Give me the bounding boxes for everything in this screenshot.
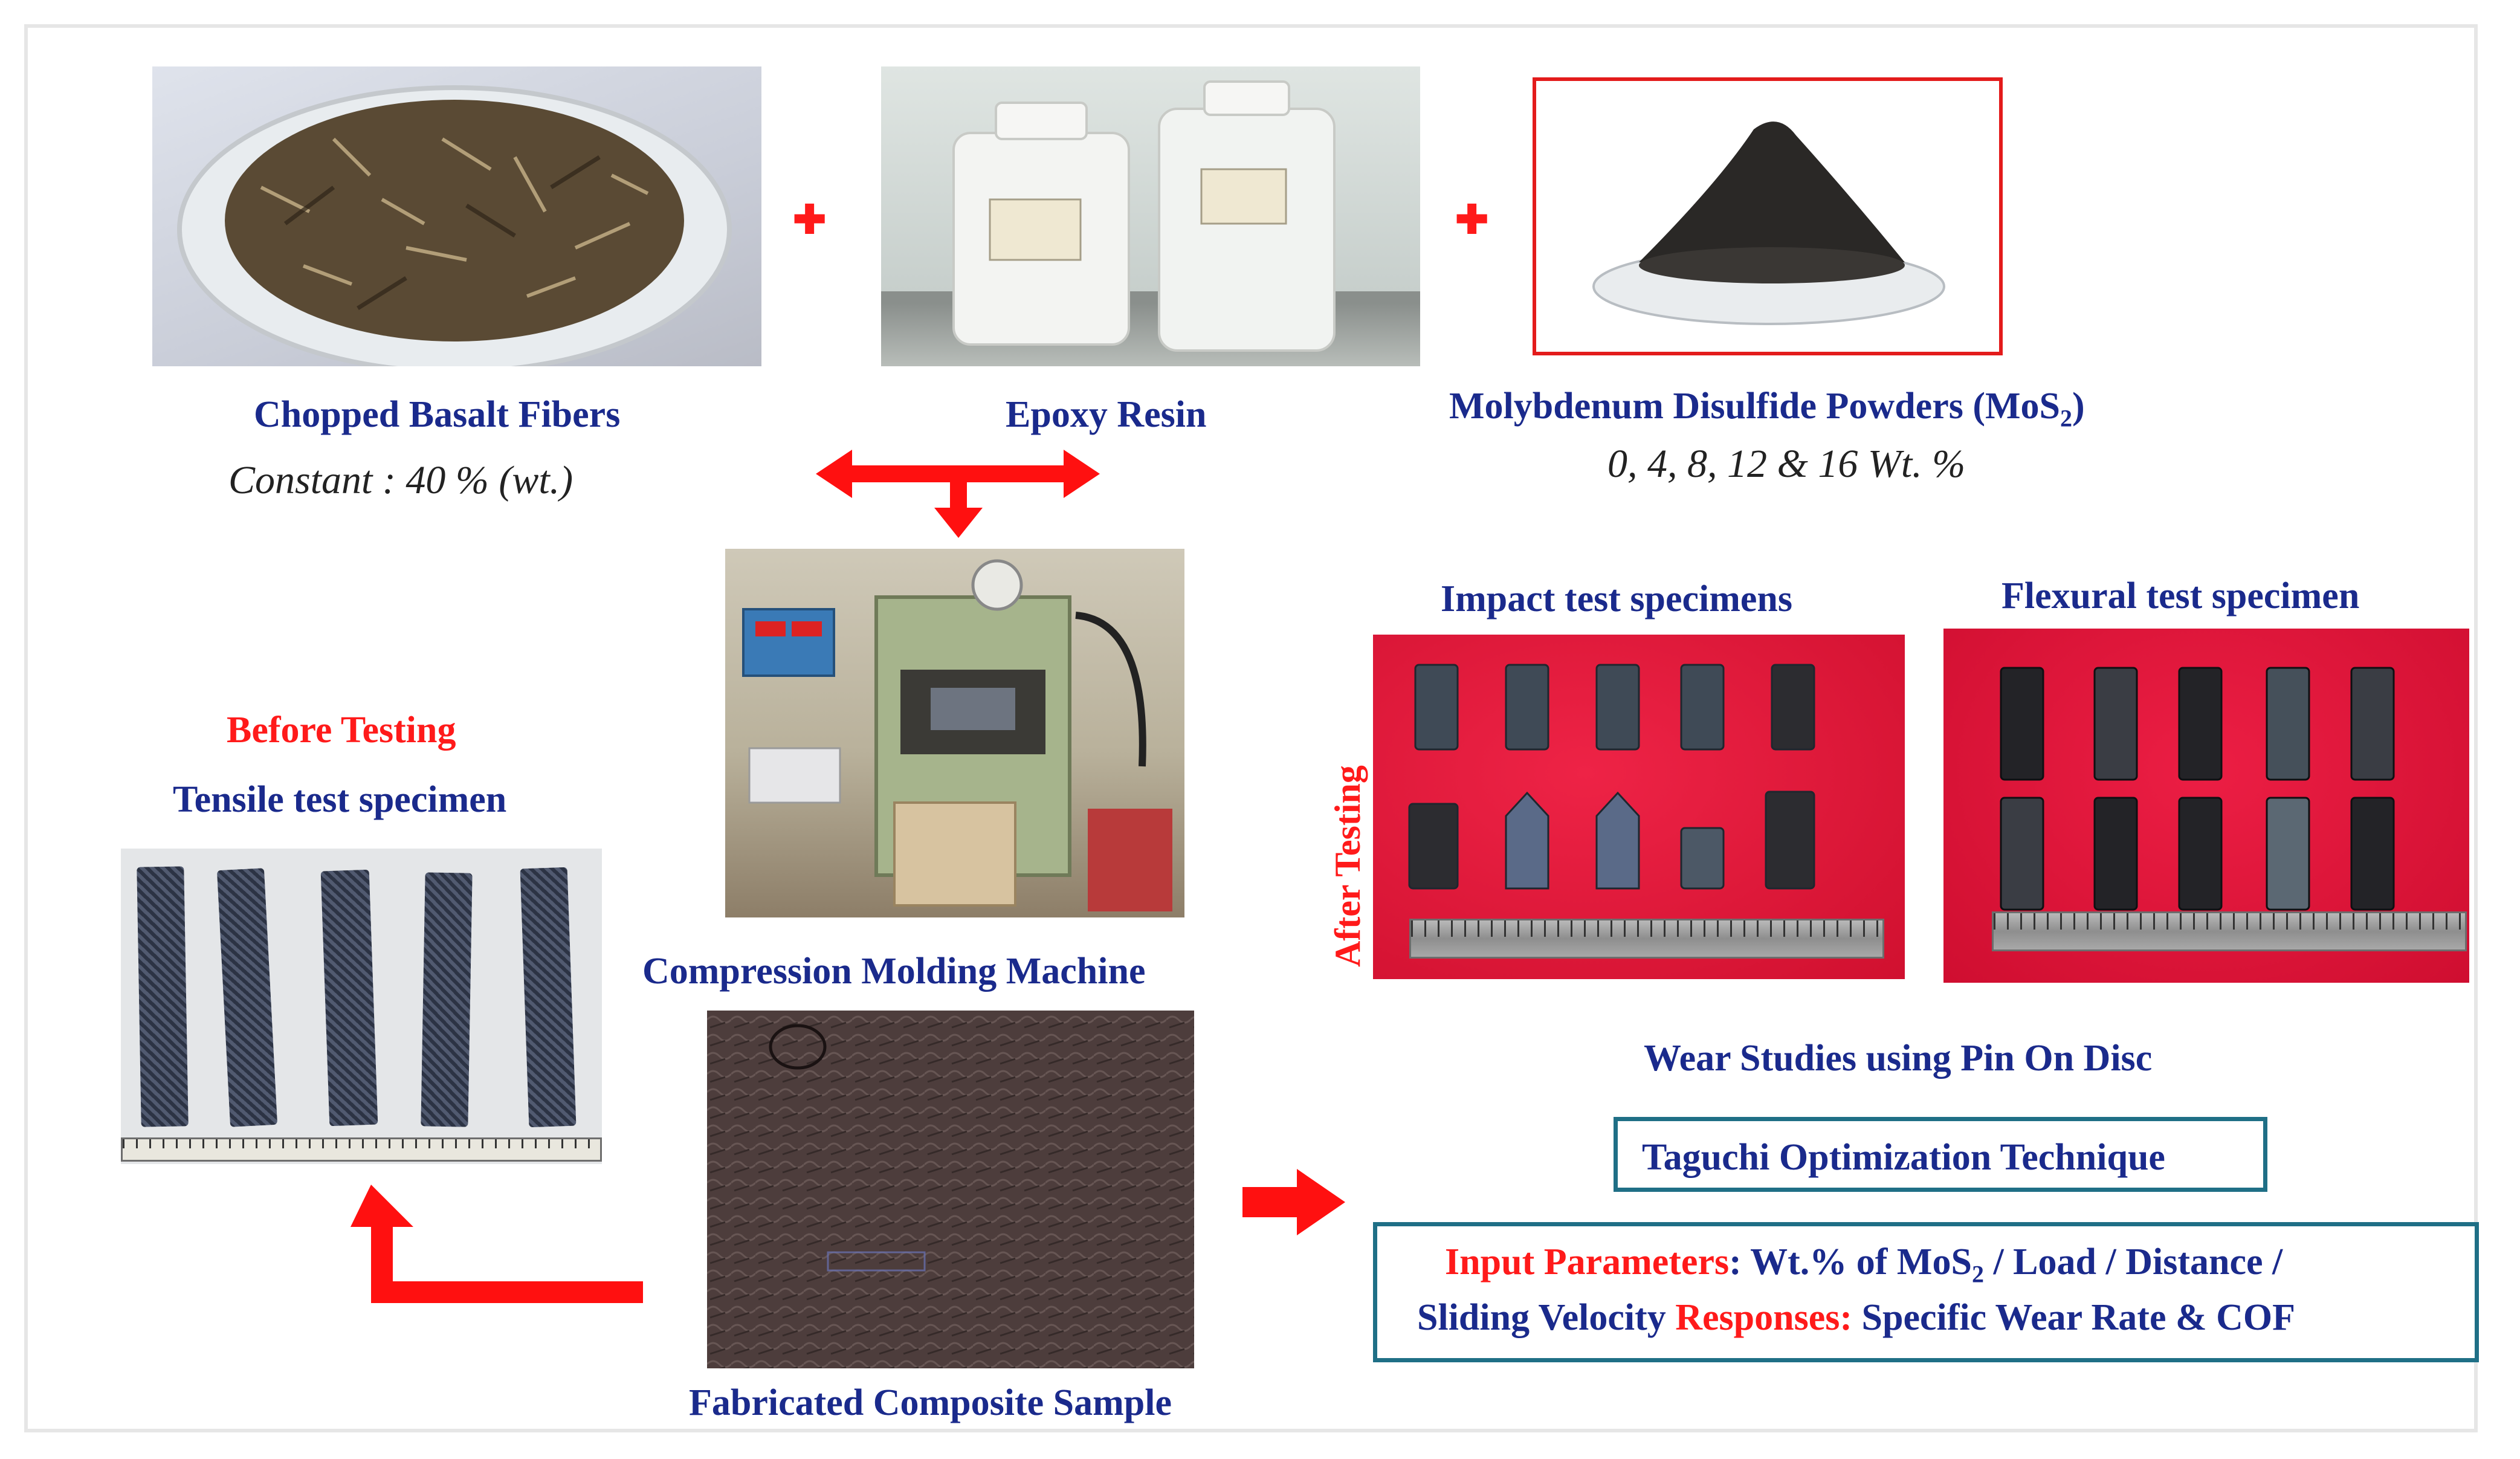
before-testing-label: Before Testing [227,710,456,751]
mos2-note: 0, 4, 8, 12 & 16 Wt. % [1607,442,1966,486]
responses-title: Responses: [1675,1297,1853,1338]
to-optimization-arrow [1242,1169,1345,1235]
impact-ruler [1409,919,1884,959]
fabricated-composite-sample-photo [707,1011,1194,1368]
impact-test-specimens-photo [1373,635,1905,979]
epoxy-resin-photo [881,66,1420,366]
tensile-specimen-2 [216,868,278,1127]
after-testing-label: After Testing [1328,765,1368,967]
plus-sign-1: ✚ [793,198,827,242]
basalt-fibers-title: Chopped Basalt Fibers [254,394,621,435]
tensile-specimen-1 [137,866,189,1127]
taguchi-technique-box: Taguchi Optimization Technique [1614,1117,2267,1192]
to-tensile-arrow [351,1185,643,1303]
fabricated-composite-sample-label: Fabricated Composite Sample [689,1382,1172,1423]
tensile-specimen-3 [320,869,378,1127]
tensile-ruler [121,1137,602,1162]
plus-sign-2: ✚ [1455,198,1489,242]
mos2-powder-photo [1533,77,2003,355]
wear-studies-label: Wear Studies using Pin On Disc [1644,1038,2153,1079]
basalt-fibers-note: Constant : 40 % (wt.) [228,458,573,502]
flexural-test-specimen-photo [1943,629,2469,983]
input-parameters-line: Input Parameters: Wt.% of MoS2 / Load / … [1445,1241,2283,1288]
taguchi-technique-label: Taguchi Optimization Technique [1642,1137,2165,1178]
figure-frame [24,24,2478,1432]
input-parameters-title: Input Parameters [1445,1241,1730,1283]
basalt-fibers-photo [152,66,761,366]
mos2-title: Molybdenum Disulfide Powders (MoS2) [1449,386,2085,432]
impact-test-specimens-label: Impact test specimens [1441,578,1793,620]
compression-molding-machine-photo [725,549,1184,917]
tensile-specimen-5 [520,867,577,1128]
responses-line: Sliding Velocity Responses: Specific Wea… [1417,1297,2295,1338]
epoxy-resin-title: Epoxy Resin [1006,394,1207,435]
compression-molding-machine-label: Compression Molding Machine [642,951,1146,992]
flexural-test-specimen-label: Flexural test specimen [2001,575,2360,616]
tensile-test-specimen-label: Tensile test specimen [173,779,507,820]
parameters-responses-box: Input Parameters: Wt.% of MoS2 / Load / … [1373,1222,2479,1362]
flexural-ruler [1992,911,2467,951]
mixing-arrow [816,450,1100,538]
tensile-test-specimen-photo [121,849,602,1164]
tensile-specimen-4 [421,872,473,1127]
